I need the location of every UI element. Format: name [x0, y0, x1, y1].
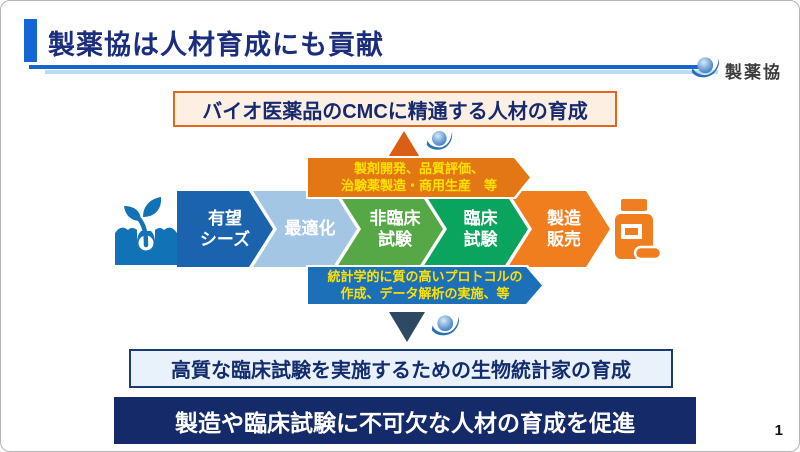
flow-step-label: シーズ	[199, 230, 251, 249]
pill-bottle-icon	[608, 199, 663, 270]
flow-step-label: 最適化	[284, 219, 336, 239]
bottom-banner: 製造や臨床試験に不可欠な人材の育成を促進	[114, 397, 696, 444]
globe-icon	[691, 54, 721, 86]
arrow-down-triangle	[389, 312, 425, 342]
flow-step-label: 販売	[547, 230, 581, 249]
page-number: 1	[774, 422, 783, 439]
flow-step-label: 試験	[463, 230, 498, 249]
flow-step-seeds: 有望 シーズ	[177, 191, 273, 267]
logo-label: 製薬協	[725, 62, 782, 82]
org-logo: 製薬協	[691, 54, 782, 86]
flow-step-label: 非臨床	[369, 208, 421, 228]
cmc-heading-box: バイオ医薬品のCMCに精通する人材の育成	[173, 91, 617, 127]
arrow-up-triangle	[387, 131, 421, 159]
title-accent-bar	[24, 19, 37, 62]
seedling-icon	[115, 197, 177, 270]
page-title: 製薬協は人材育成にも貢献	[48, 30, 384, 60]
title-rule-dark	[29, 65, 699, 69]
flow-step-label: 製造	[547, 208, 581, 228]
flow-step-nonclinical: 非臨床 試験	[337, 191, 443, 267]
flow-step-label: 臨床	[463, 208, 498, 228]
callout-biostat-line1: 統計学的に質の高いプロトコルの	[327, 268, 523, 284]
callout-cmc-line2: 治験薬製造・商用生産 等	[340, 177, 497, 193]
callout-biostat: 統計学的に質の高いプロトコルの 作成、データ解析の実施、等	[306, 265, 544, 306]
title-rule-light	[45, 70, 718, 74]
globe-icon	[431, 312, 461, 344]
flow-step-label: 試験	[378, 230, 412, 249]
callout-cmc: 製剤開発、品質評価、 治験薬製造・商用生産 等	[306, 156, 532, 199]
flow-step-label: 有望	[208, 208, 242, 228]
callout-cmc-line1: 製剤開発、品質評価、	[353, 160, 484, 176]
biostat-heading-box: 高質な臨床試験を実施するための生物統計家の育成	[129, 349, 673, 388]
globe-icon	[426, 128, 454, 158]
callout-biostat-line2: 作成、データ解析の実施、等	[340, 285, 510, 301]
